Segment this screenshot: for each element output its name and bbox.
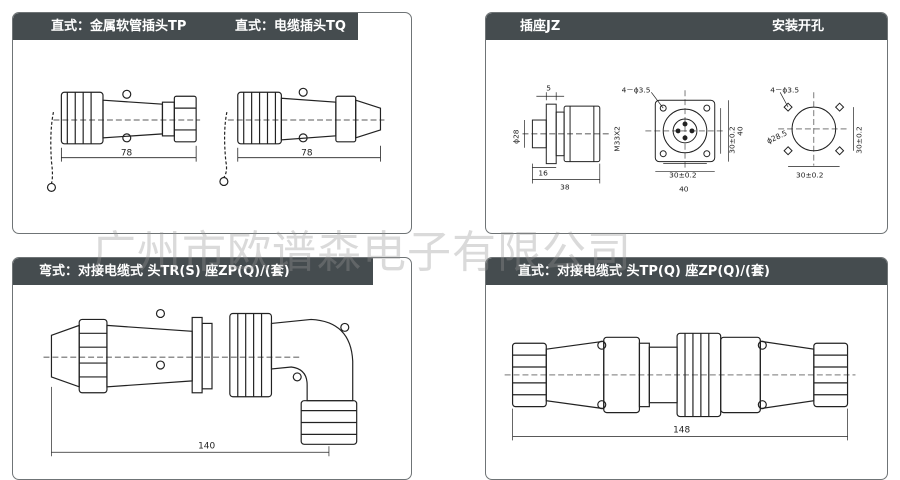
dim-tp-length: 78 [121, 149, 133, 159]
dim-tpq-length: 148 [673, 425, 690, 435]
dim-tq-length: 78 [301, 149, 313, 159]
dim-holes-b: 4－ϕ3.5 [770, 85, 799, 94]
tpq-drawing: 148 [504, 332, 856, 441]
title-tr: 弯式：对接电缆式 头TR(S) 座ZP(Q)/(套) [39, 264, 290, 279]
title-jz: 插座JZ [520, 19, 561, 34]
panel-tp-tq: 直式：金属软管插头TP 直式：电缆插头TQ [12, 12, 412, 234]
dim-d285: ϕ28.5 [765, 128, 788, 145]
dim-w40: 40 [679, 184, 689, 193]
title-mounting-hole: 安装开孔 [772, 19, 825, 34]
tr-drawing: 140 [43, 308, 358, 457]
tp-tq-drawing: 78 78 [46, 87, 385, 192]
panel-jz: 插座JZ 安装开孔 [485, 12, 888, 234]
dim-5: 5 [546, 83, 551, 92]
jz-drawing: 4－ϕ3.5 5 ϕ28 M33X2 16 38 30±0.2 40 30±0.… [512, 83, 864, 193]
dim-w30b: 30±0.2 [796, 171, 823, 180]
dim-16: 16 [538, 169, 548, 178]
panel-header: 直式：对接电缆式 头TP(Q) 座ZP(Q)/(套) [486, 258, 887, 285]
dim-h40: 40 [735, 126, 744, 136]
dim-38: 38 [560, 182, 570, 191]
dim-h30b: 30±0.2 [854, 126, 863, 153]
panel-header: 弯式：对接电缆式 头TR(S) 座ZP(Q)/(套) [13, 258, 373, 285]
dim-thread: M33X2 [613, 126, 622, 152]
title-tp: 直式：金属软管插头TP [51, 19, 187, 34]
panel-tr: 弯式：对接电缆式 头TR(S) 座ZP(Q)/(套) 140 [12, 257, 412, 480]
dim-w30: 30±0.2 [669, 171, 696, 180]
dim-d28: ϕ28 [512, 129, 521, 144]
tq-plug-drawing [219, 87, 385, 187]
panel-header: 直式：金属软管插头TP 直式：电缆插头TQ [13, 13, 358, 40]
dim-tr-length: 140 [198, 441, 215, 451]
panel-header: 插座JZ 安装开孔 [486, 13, 887, 40]
panel-tpq: 直式：对接电缆式 头TP(Q) 座ZP(Q)/(套) 148 [485, 257, 888, 480]
title-tpq: 直式：对接电缆式 头TP(Q) 座ZP(Q)/(套) [518, 264, 770, 279]
dim-h30: 30±0.2 [728, 126, 737, 153]
tp-plug-drawing [46, 89, 201, 192]
dim-holes-a: 4－ϕ3.5 [622, 85, 651, 94]
title-tq: 直式：电缆插头TQ [235, 19, 346, 34]
